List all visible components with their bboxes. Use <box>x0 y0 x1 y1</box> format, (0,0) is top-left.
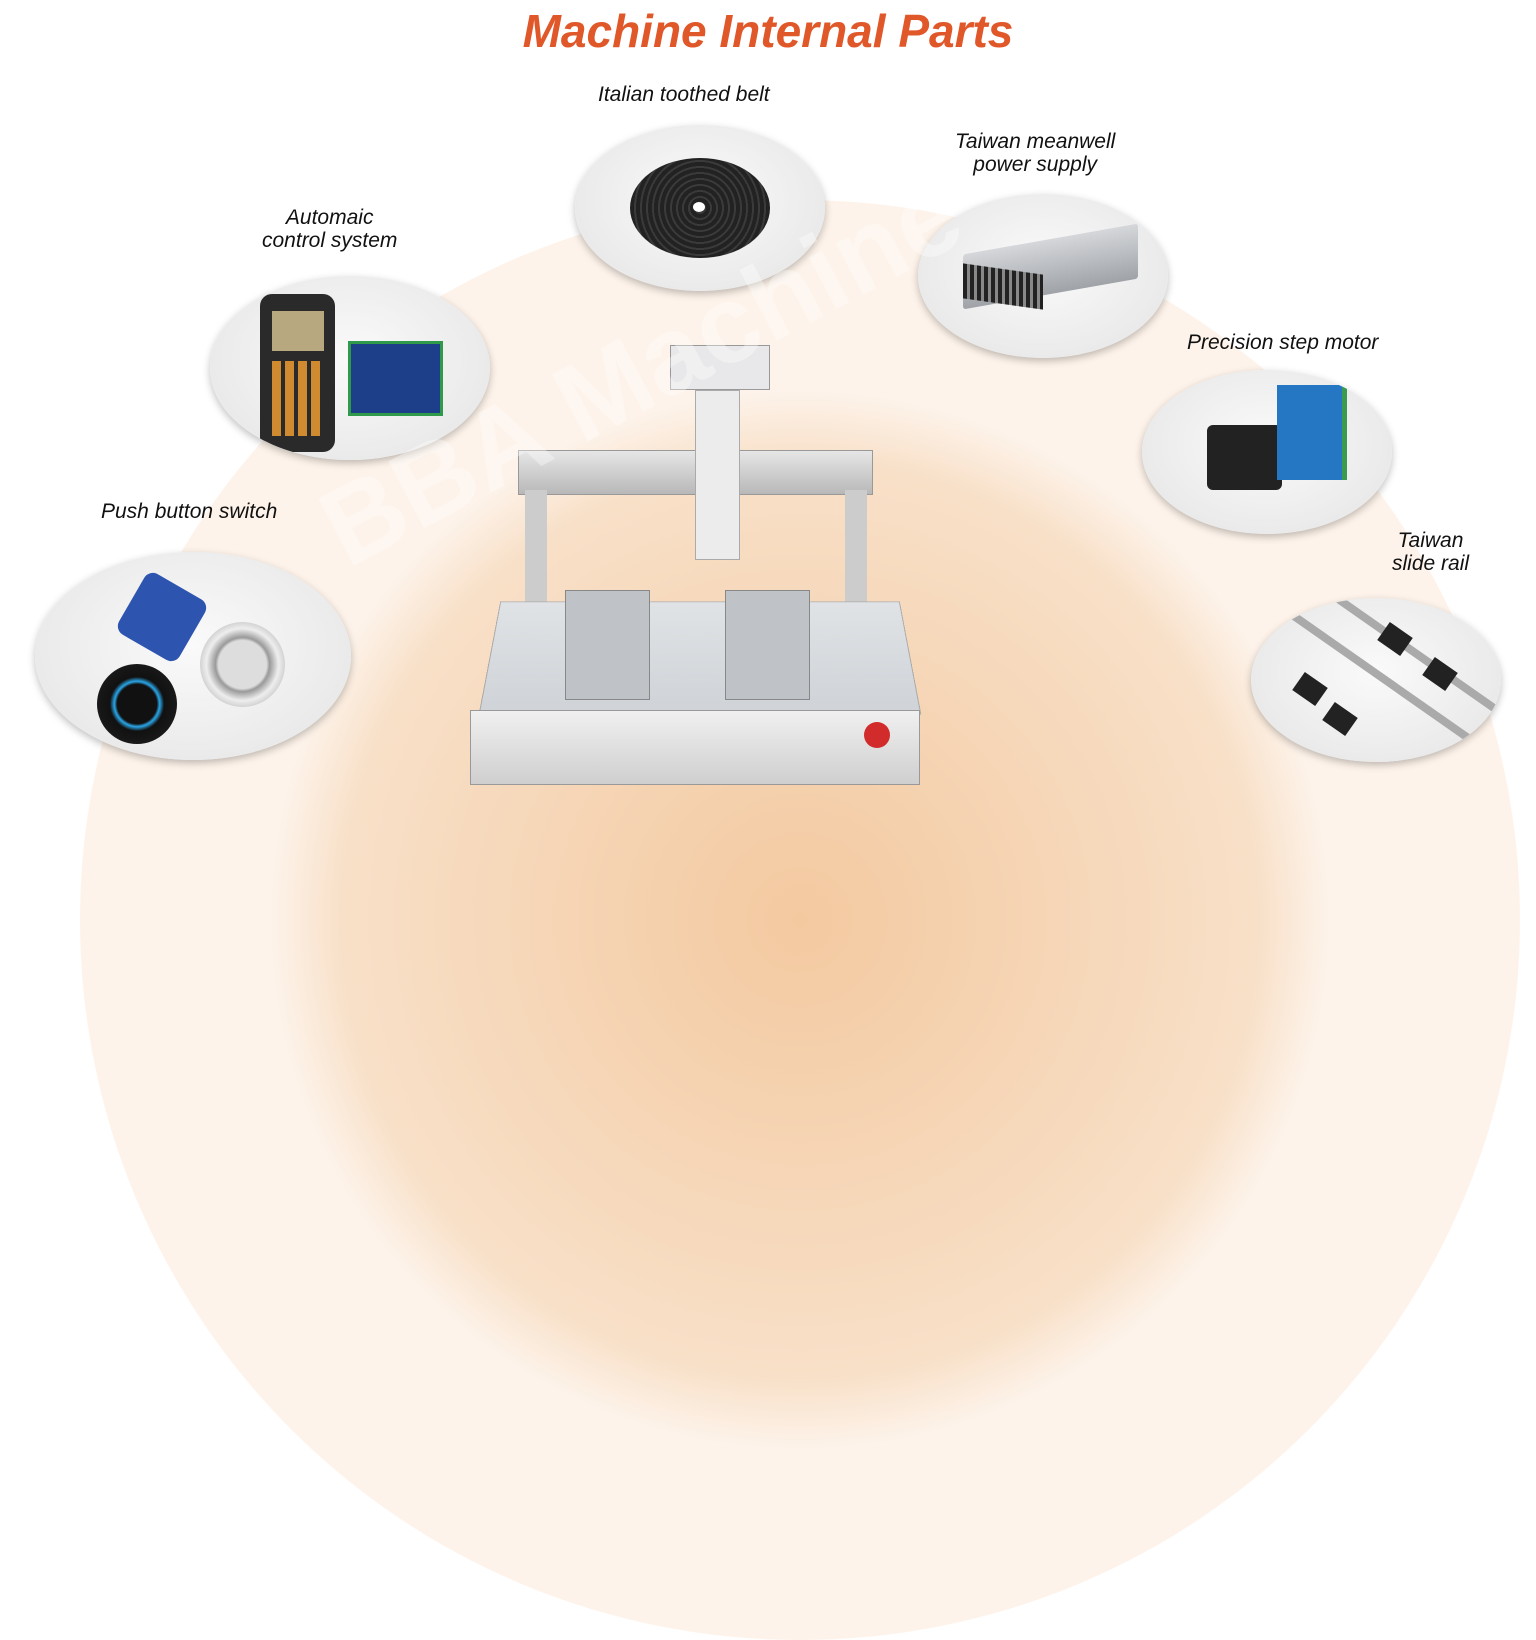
label-line: control system <box>262 229 397 252</box>
label-control-system: Automaiccontrol system <box>262 206 397 252</box>
label-line: Taiwan meanwell <box>955 130 1115 153</box>
page-title: Machine Internal Parts <box>0 4 1536 58</box>
label-slide-rail: Taiwanslide rail <box>1392 529 1469 575</box>
label-line: power supply <box>973 153 1097 176</box>
label-line: Automaic <box>286 206 374 229</box>
label-belt: Italian toothed belt <box>598 83 770 106</box>
label-line: slide rail <box>1392 552 1469 575</box>
push-button-image <box>35 552 351 760</box>
slide-rail-image <box>1251 598 1501 762</box>
label-step-motor: Precision step motor <box>1187 331 1378 354</box>
label-line: Taiwan <box>1398 529 1464 552</box>
label-push-button: Push button switch <box>101 500 277 523</box>
label-power-supply: Taiwan meanwellpower supply <box>955 130 1115 176</box>
step-motor-image <box>1142 370 1392 534</box>
